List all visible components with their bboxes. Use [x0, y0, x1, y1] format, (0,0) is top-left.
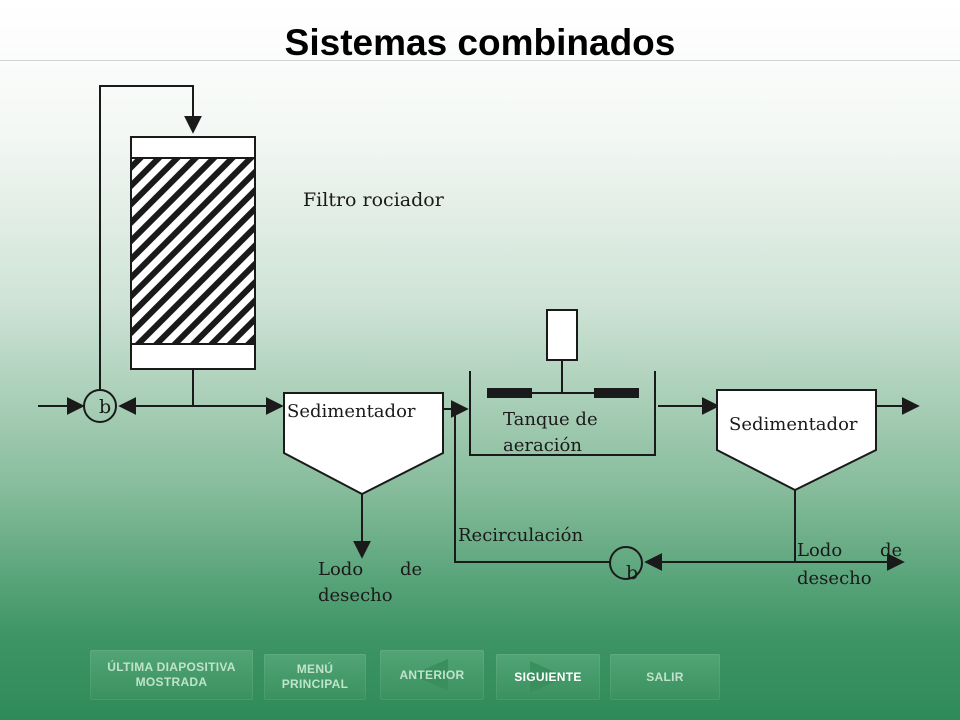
pump-2-label: b	[626, 562, 638, 584]
clarifier-1-label: Sedimentador	[287, 401, 416, 422]
clarifier-2-label: Sedimentador	[729, 414, 858, 435]
title-divider	[0, 60, 960, 61]
main-menu-button[interactable]: MENÚ PRINCIPAL	[264, 654, 366, 700]
return-sludge-line	[454, 409, 610, 563]
previous-label: ANTERIOR	[399, 667, 465, 682]
recirculation-label: Recirculación	[458, 525, 583, 546]
last-viewed-label: ÚLTIMA DIAPOSITIVA MOSTRADA	[107, 660, 236, 689]
pump-1	[83, 389, 117, 423]
next-label: SIGUIENTE	[514, 669, 582, 684]
previous-button[interactable]: ANTERIOR	[380, 650, 484, 700]
sludge-1-label-a: Lodo	[318, 559, 363, 580]
aeration-label-line1: Tanque de	[503, 409, 598, 430]
next-button[interactable]: SIGUIENTE	[496, 654, 600, 700]
aeration-tank	[469, 371, 656, 456]
sludge-2-label-b: de	[880, 540, 902, 561]
exit-button[interactable]: SALIR	[610, 654, 720, 700]
sludge-1-label-c: desecho	[318, 585, 393, 606]
exit-label: SALIR	[646, 669, 684, 684]
pump-1-label: b	[99, 396, 111, 418]
main-menu-label: MENÚ PRINCIPAL	[281, 662, 349, 691]
aeration-label-line2: aeración	[503, 435, 582, 456]
aerator-motor	[546, 309, 578, 361]
sludge-1-label-b: de	[400, 559, 422, 580]
slide-title: Sistemas combinados	[284, 22, 676, 63]
secondary-clarifier	[716, 389, 877, 492]
filter-recirculation-line	[99, 85, 202, 390]
last-viewed-button[interactable]: ÚLTIMA DIAPOSITIVA MOSTRADA	[90, 650, 253, 700]
filter-label: Filtro rociador	[303, 189, 445, 211]
aerator-paddle-right	[594, 388, 639, 398]
next-arrow-icon	[530, 661, 566, 693]
primary-clarifier	[283, 392, 444, 496]
previous-arrow-icon	[412, 659, 448, 691]
filter-media-hatch	[130, 157, 256, 345]
aerator-paddle-left	[487, 388, 532, 398]
sludge-2-label-a: Lodo	[797, 540, 842, 561]
sludge-2-label-c: desecho	[797, 568, 872, 589]
